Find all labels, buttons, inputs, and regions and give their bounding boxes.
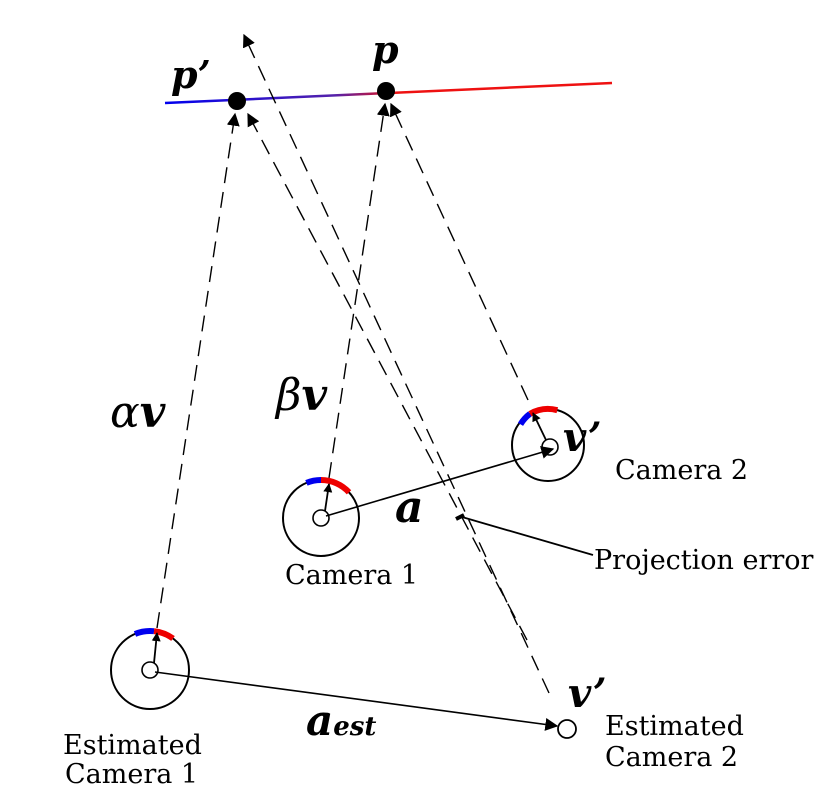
projection-error-marker — [455, 513, 465, 521]
label-camera-1: Camera 1 — [285, 560, 418, 591]
estimated-camera-1 — [110, 628, 190, 710]
estimated-camera-2 — [557, 719, 577, 739]
ray-alpha-v — [156, 112, 240, 629]
ray-beta-v — [328, 102, 390, 479]
point-p — [377, 82, 395, 100]
label-projection-error: Projection error — [594, 545, 814, 576]
label-alpha-v: αv — [110, 387, 166, 438]
projection-error-pointer — [461, 516, 594, 556]
label-estimated-camera-2-line2: Camera 2 — [605, 742, 738, 773]
baseline-a — [325, 446, 555, 517]
label-estimated-camera-2-line1: Estimated — [605, 711, 744, 742]
camera-1 — [282, 476, 360, 557]
camera-2 — [511, 405, 585, 482]
label-p-prime: p’ — [171, 52, 211, 97]
label-a: a — [395, 482, 424, 533]
label-estimated-camera-1-line2: Camera 1 — [65, 759, 198, 790]
label-v-prime-camera-2: v’ — [563, 414, 602, 461]
ray-cam2-to-p — [390, 102, 529, 401]
label-v-prime-estimated: v’ — [568, 670, 607, 717]
label-a-est: aest — [306, 696, 376, 745]
label-beta-v: βv — [274, 370, 327, 421]
ray-est-cam2-to-top — [243, 33, 550, 694]
point-p-prime — [228, 92, 246, 110]
label-p: p — [372, 27, 399, 72]
label-estimated-camera-1-line1: Estimated — [63, 730, 202, 761]
baseline-a-est — [154, 671, 559, 731]
label-camera-2: Camera 2 — [615, 455, 748, 486]
